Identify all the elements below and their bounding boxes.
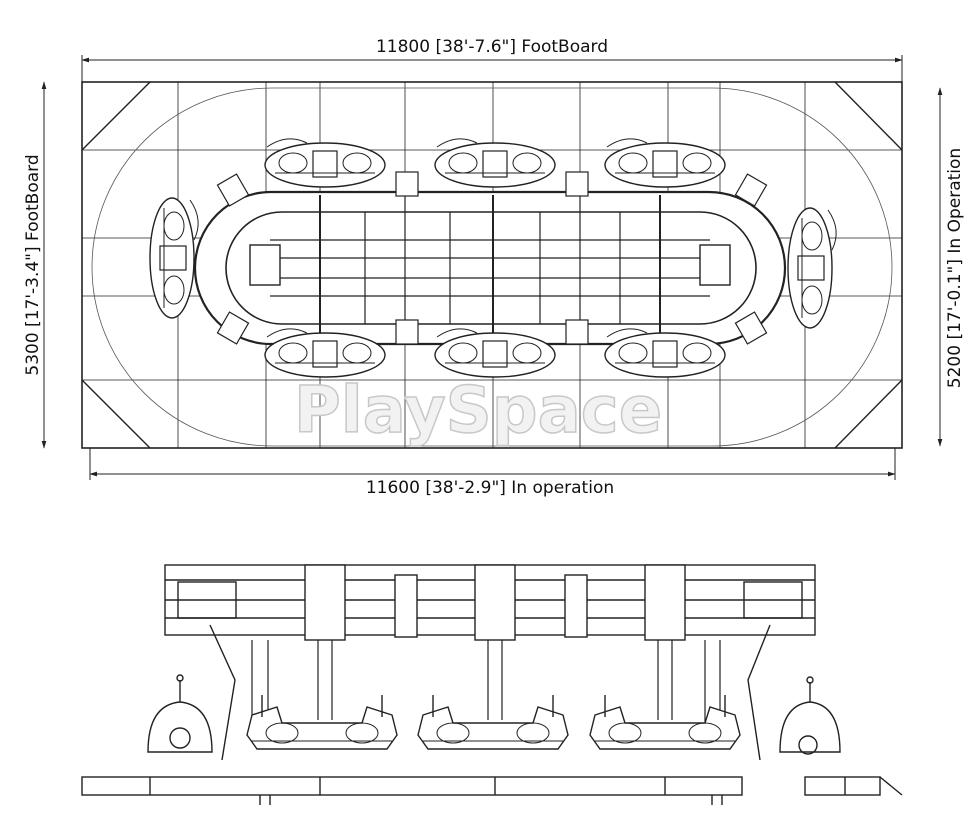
right-height-dimension: 5200 [17'-0.1"] In Operation xyxy=(945,148,965,388)
sidecar-3 xyxy=(589,694,741,750)
operation-envelope xyxy=(91,87,893,447)
end-pod-left xyxy=(147,674,213,753)
gondola-top-2 xyxy=(434,138,556,188)
playspace-watermark: PlaySpace xyxy=(294,374,662,448)
footboard-outline xyxy=(81,81,903,449)
dimension-lines xyxy=(41,55,943,480)
central-frame-outer xyxy=(193,190,787,346)
plan-view xyxy=(81,81,903,449)
base-platform xyxy=(81,776,903,805)
gondola-top-3 xyxy=(604,138,726,188)
gondola-left xyxy=(149,197,199,319)
elevation-view xyxy=(81,564,903,805)
top-width-dimension: 11800 [38'-7.6"] FootBoard xyxy=(376,37,608,57)
end-pod-right xyxy=(779,676,841,755)
gondola-right xyxy=(787,207,837,329)
hub-columns xyxy=(304,564,686,641)
central-frame-inner xyxy=(225,211,757,325)
left-height-dimension: 5300 [17'-3.4"] FootBoard xyxy=(23,154,43,375)
sidecar-2 xyxy=(417,694,569,750)
gondola-top-1 xyxy=(264,138,386,188)
sidecar-1 xyxy=(246,694,398,750)
bottom-width-dimension: 11600 [38'-2.9"] In operation xyxy=(366,478,614,498)
